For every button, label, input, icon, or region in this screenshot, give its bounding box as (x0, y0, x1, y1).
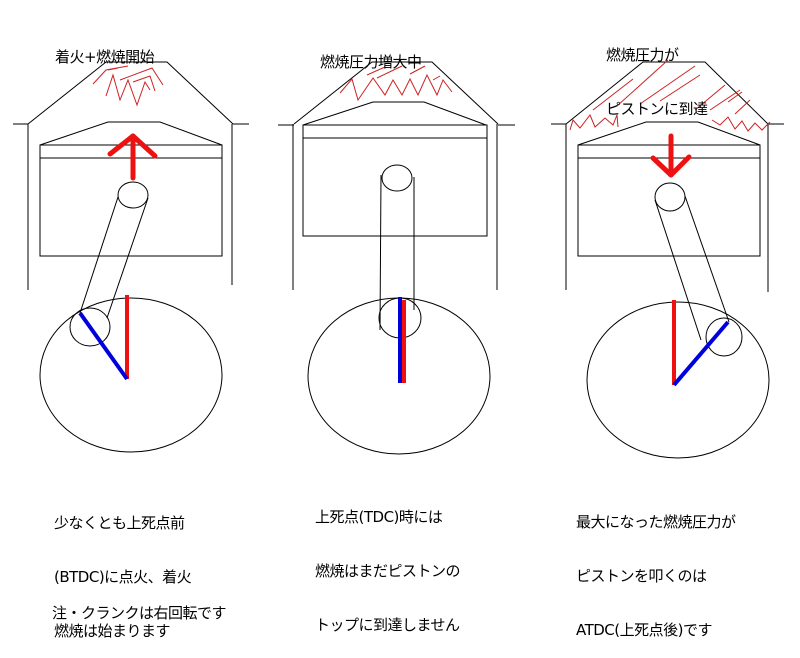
caption-line: トップに到達しません (315, 616, 460, 634)
panel-3-atdc (551, 59, 784, 459)
caption-line: ATDC(上死点後)です (576, 621, 712, 639)
rotation-note: 注・クランクは右回転です (52, 568, 227, 640)
flame-icon (92, 65, 164, 107)
crank-pin-icon (705, 317, 743, 357)
caption-line: 燃焼はまだピストンの (315, 562, 461, 580)
crank-arm-line (78, 311, 129, 381)
cylinder-head-icon (565, 61, 769, 125)
caption-line: 最大になった燃焼圧力が (576, 513, 736, 531)
wrist-pin-icon (381, 164, 413, 192)
arrow-up-icon (107, 133, 158, 181)
panel-3-title: 燃焼圧力が ピストンに到達 (606, 10, 708, 136)
crank-pin-icon (69, 307, 111, 347)
title-line: 燃焼圧力増大中 (320, 53, 422, 71)
wrist-pin-icon (654, 182, 686, 212)
title-line: 着火+燃焼開始 (55, 48, 155, 66)
panel-2-caption: 上死点(TDC)時には 燃焼はまだピストンの トップに到達しません (315, 472, 461, 652)
flame-icon (569, 59, 771, 132)
crank-arm-line (672, 320, 730, 387)
cylinder-head-icon (27, 61, 234, 125)
connecting-rod-icon (79, 196, 149, 319)
piston-icon (302, 101, 488, 237)
connecting-rod-icon (379, 174, 415, 331)
title-line: 燃焼圧力が (606, 46, 679, 64)
note-text: 注・クランクは右回転です (52, 604, 227, 622)
caption-line: ピストンを叩くのは (576, 567, 707, 585)
flame-icon (339, 65, 453, 102)
panel-1-title: 着火+燃焼開始 (55, 12, 155, 84)
panel-2-tdc (278, 61, 515, 455)
title-line: ピストンに到達 (606, 100, 708, 118)
cylinder-head-icon (293, 61, 499, 125)
arrow-down-icon (650, 133, 692, 178)
caption-line: 少なくとも上死点前 (54, 514, 185, 532)
panel-3-caption: 最大になった燃焼圧力が ピストンを叩くのは ATDC(上死点後)です (576, 477, 736, 657)
engine-combustion-diagram (13, 59, 784, 459)
caption-line: 上死点(TDC)時には (315, 508, 443, 526)
crankshaft-icon (39, 297, 223, 453)
panel-1-btdc (13, 61, 249, 453)
wrist-pin-icon (117, 181, 149, 209)
crankshaft-icon (586, 301, 770, 459)
connecting-rod-icon (654, 195, 730, 341)
panel-2-title: 燃焼圧力増大中 (320, 17, 422, 89)
caption-line: (BTDC)に点火、着火 (54, 568, 192, 586)
